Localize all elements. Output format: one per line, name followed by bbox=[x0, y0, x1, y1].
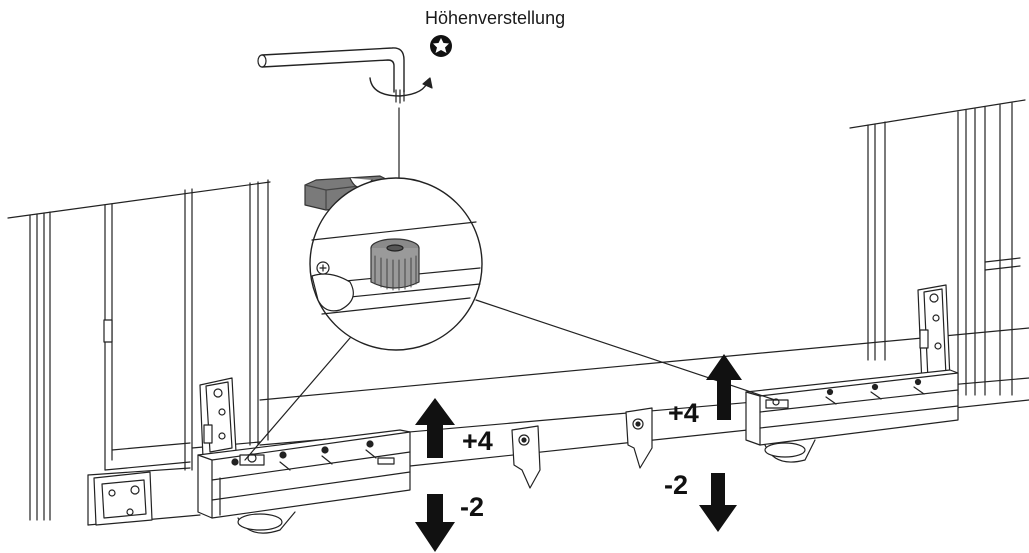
left-down-arrow bbox=[415, 494, 455, 552]
torx-icon bbox=[430, 35, 452, 57]
right-up-value: +4 bbox=[668, 398, 699, 428]
detail-magnifier bbox=[309, 177, 483, 351]
left-down-value: -2 bbox=[460, 492, 485, 522]
right-down-value: -2 bbox=[664, 470, 689, 500]
center-latches bbox=[511, 407, 653, 489]
left-frame bbox=[7, 179, 271, 521]
left-roller-carriage bbox=[197, 377, 411, 534]
right-up-arrow bbox=[706, 354, 742, 420]
end-bracket bbox=[93, 471, 153, 526]
right-roller-carriage bbox=[745, 284, 959, 463]
right-frame bbox=[849, 99, 1026, 396]
left-up-arrow bbox=[415, 398, 455, 458]
left-up-value: +4 bbox=[462, 426, 493, 456]
diagram-title: Höhenverstellung bbox=[425, 8, 566, 28]
allen-key bbox=[257, 47, 433, 104]
connector-left bbox=[244, 337, 351, 461]
adjuster-screw bbox=[370, 238, 420, 291]
right-down-arrow bbox=[699, 473, 737, 532]
